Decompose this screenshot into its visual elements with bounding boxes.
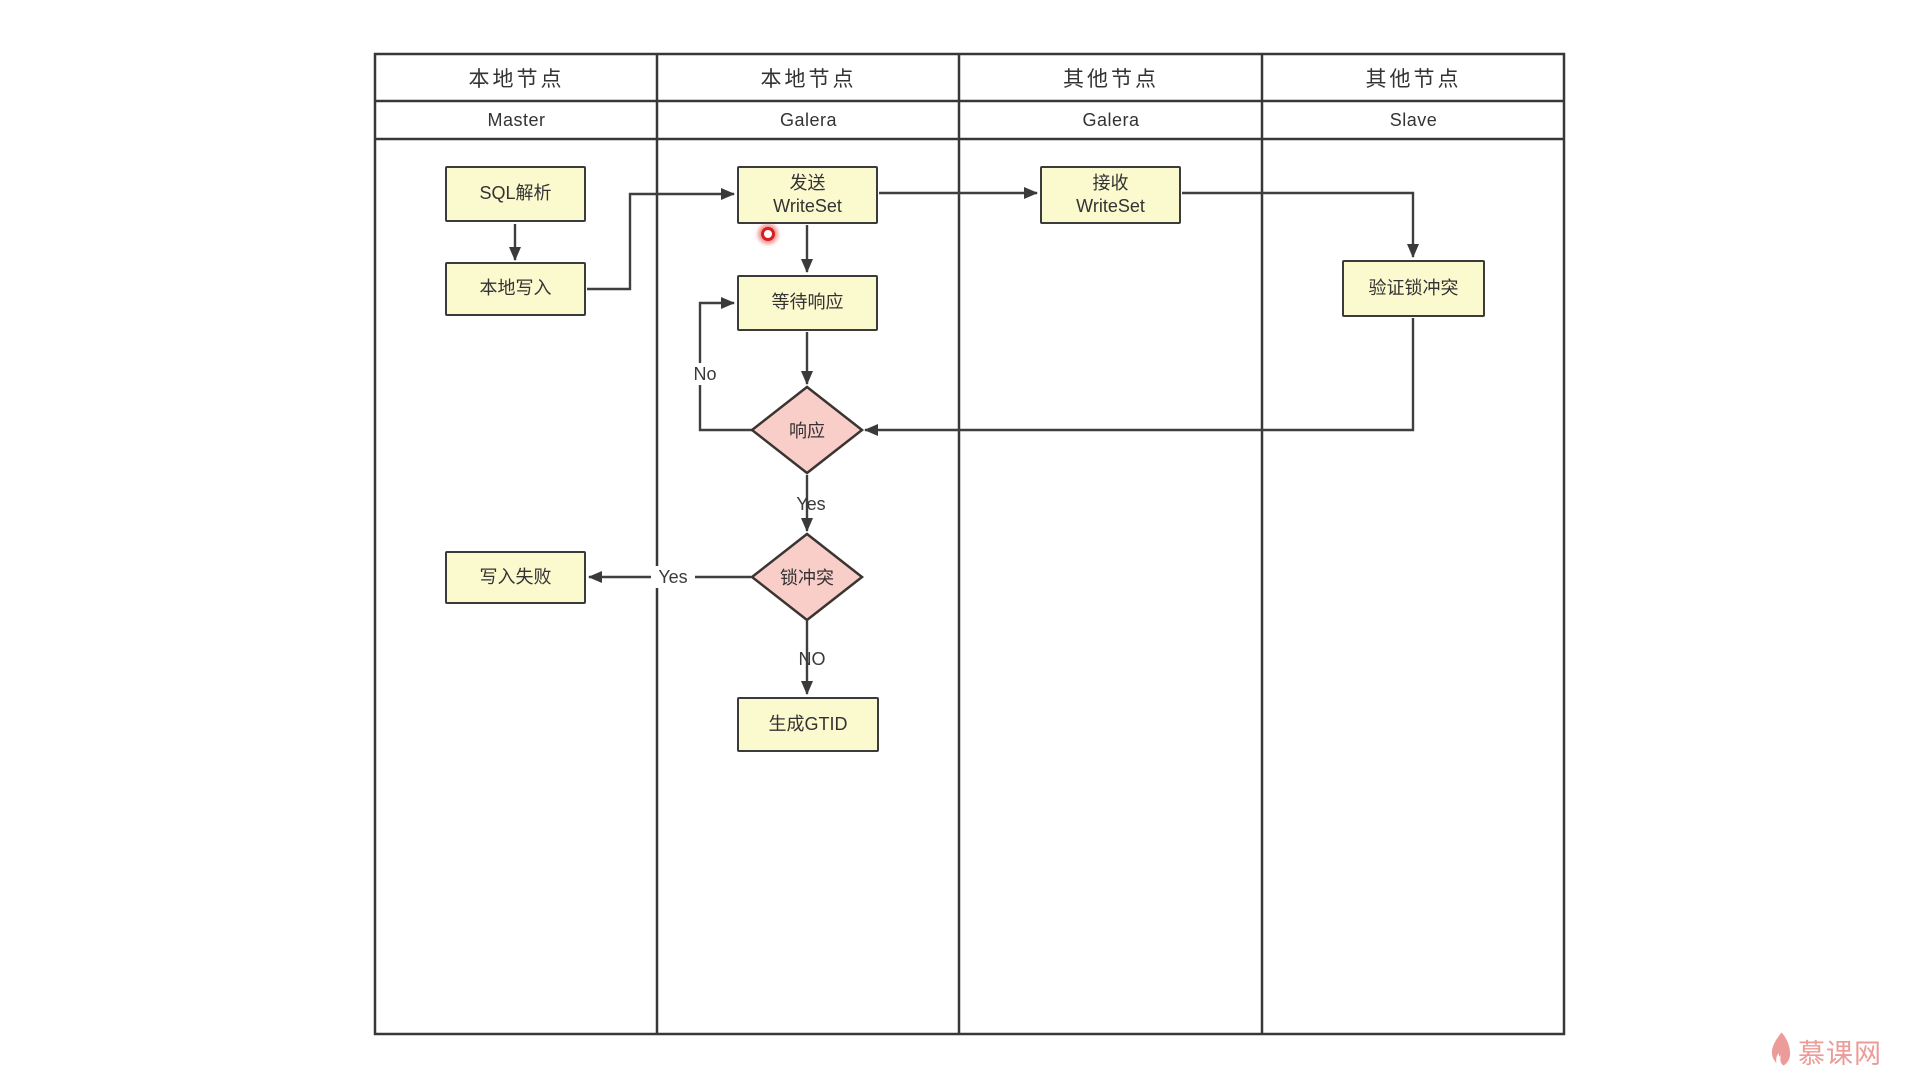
node-sql-parse-label: SQL解析 <box>479 183 552 204</box>
swimlane-grid <box>373 52 1566 1036</box>
watermark-text: 慕课网 <box>1798 1038 1882 1069</box>
edge-label-yes-conflict: Yes <box>651 566 695 588</box>
lane-2-subtitle: Galera <box>779 110 838 130</box>
node-generate-gtid-label: 生成GTID <box>768 713 848 734</box>
watermark: 慕课网 <box>1766 1028 1882 1074</box>
edge-verifylock-to-response <box>864 318 1415 436</box>
node-receive-writeset: 接收 WriteSet <box>1040 166 1181 224</box>
grid-outer-border <box>373 52 1566 1036</box>
node-wait-response-label: 等待响应 <box>771 292 844 313</box>
node-send-writeset-line1: 发送 <box>789 172 826 193</box>
node-wait-response: 等待响应 <box>737 275 878 331</box>
node-receive-writeset-line2: WriteSet <box>1076 196 1145 216</box>
node-local-write-label: 本地写入 <box>479 278 552 299</box>
flame-icon <box>1771 1032 1791 1066</box>
node-write-fail-label: 写入失败 <box>479 566 552 587</box>
response-diamond <box>749 385 865 475</box>
click-indicator <box>756 222 780 246</box>
lane-4-subtitle: Slave <box>1389 110 1438 130</box>
lock-conflict-diamond <box>749 532 865 622</box>
lock-conflict-diamond-label: 锁冲突 <box>780 568 834 588</box>
node-write-fail: 写入失败 <box>445 551 586 604</box>
node-sql-parse: SQL解析 <box>445 166 586 222</box>
edge-label-no-loop: No <box>686 363 724 385</box>
node-send-writeset: 发送 WriteSet <box>737 166 878 224</box>
lane-2-title: 本地节点 <box>760 68 857 91</box>
edge-localwrite-to-sendwriteset <box>587 188 735 291</box>
edge-label-yes-response: Yes <box>796 493 826 514</box>
node-receive-writeset-line1: 接收 <box>1092 172 1129 193</box>
lane-1-subtitle: Master <box>487 110 546 130</box>
click-indicator-ring <box>761 227 775 241</box>
node-local-write: 本地写入 <box>445 262 586 316</box>
node-verify-lock-conflict: 验证锁冲突 <box>1342 260 1485 317</box>
node-send-writeset-line2: WriteSet <box>773 196 842 216</box>
node-generate-gtid: 生成GTID <box>737 697 879 752</box>
node-verify-lock-conflict-label: 验证锁冲突 <box>1368 277 1459 298</box>
lane-1-title: 本地节点 <box>468 68 565 91</box>
connectors <box>509 187 1419 695</box>
response-diamond-label: 响应 <box>789 421 825 441</box>
lane-3-title: 其他节点 <box>1063 68 1159 91</box>
lane-3-subtitle: Galera <box>1082 110 1140 130</box>
lane-4-title: 其他节点 <box>1365 68 1462 91</box>
edge-label-no-conflict: NO <box>798 648 826 669</box>
edge-recvwriteset-to-verifylock <box>1182 191 1419 258</box>
